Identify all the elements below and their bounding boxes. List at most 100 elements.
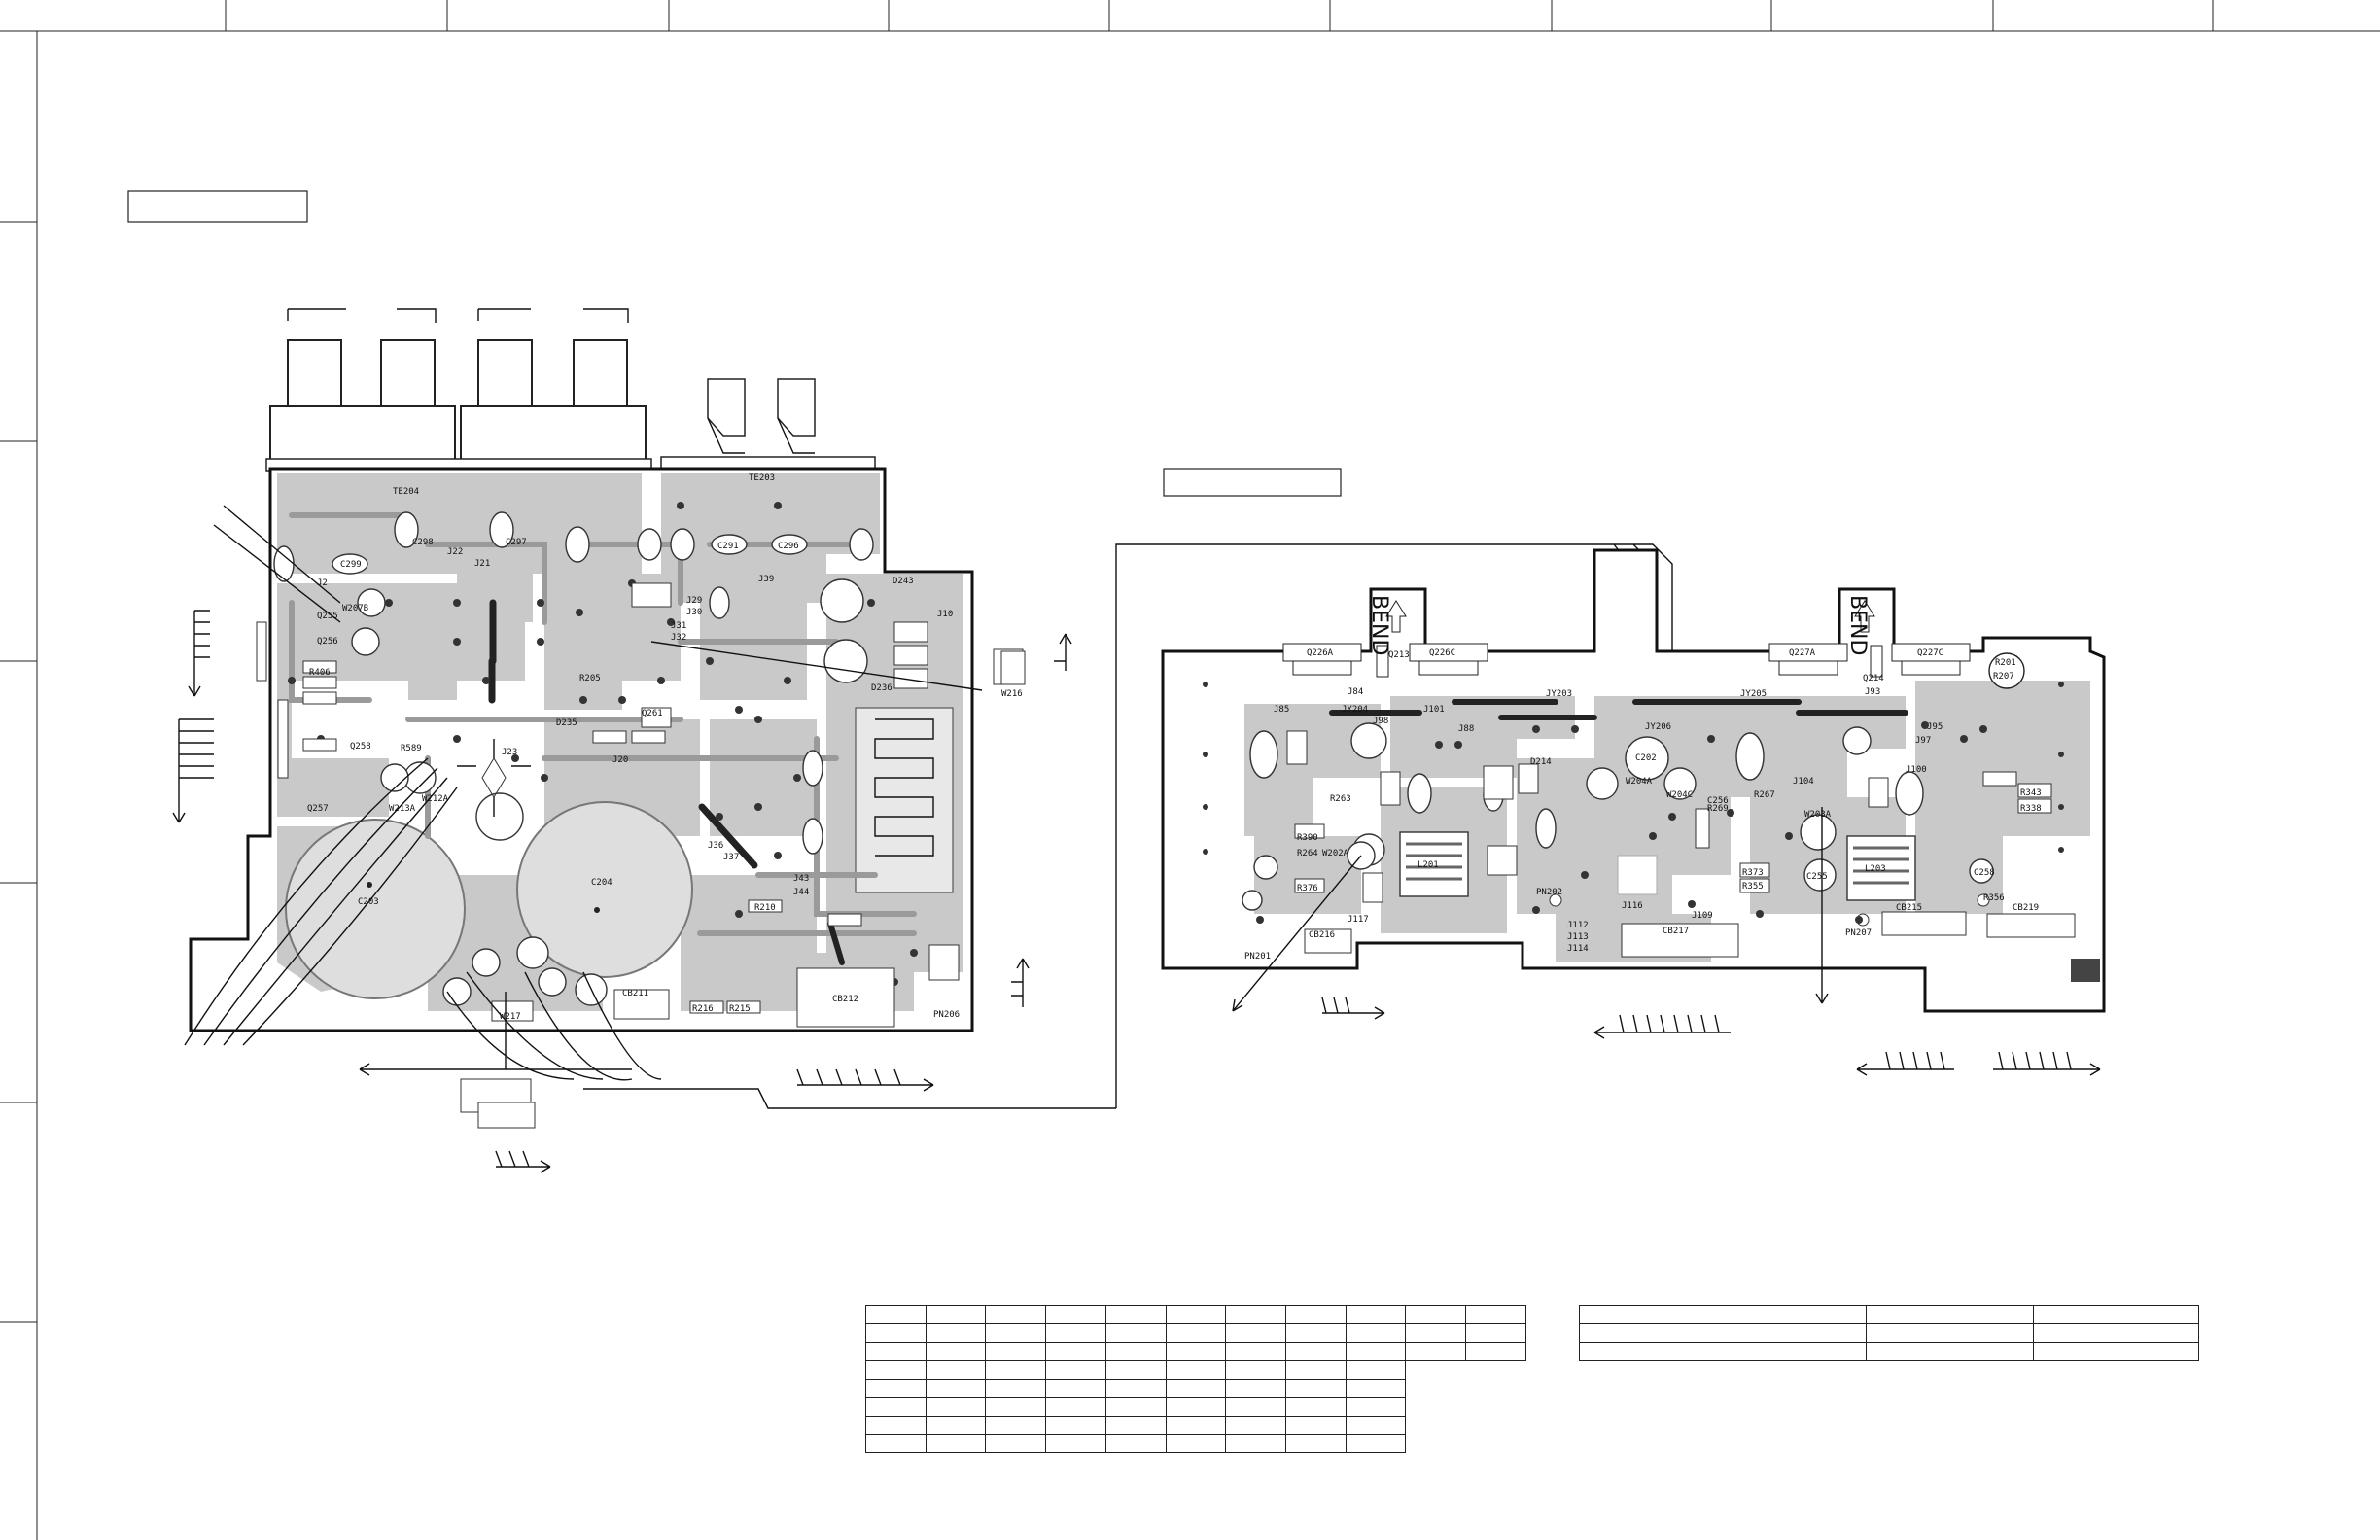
label-j116: J116 (1622, 901, 1643, 911)
label-j20: J20 (612, 755, 628, 765)
table-cell (1285, 1305, 1347, 1324)
table-cell (1225, 1323, 1287, 1343)
table-cell (1225, 1416, 1287, 1435)
right-board-wires (1232, 807, 2101, 1076)
table-cell (1225, 1305, 1287, 1324)
label-c202: C202 (1635, 753, 1657, 763)
label-j23: J23 (502, 748, 517, 757)
right-board-inductors (1399, 831, 1916, 901)
label-bend-right: BEND (1845, 595, 1870, 655)
label-cb216: CB216 (1309, 930, 1335, 940)
label-q226a: Q226A (1307, 648, 1334, 658)
table-cell (865, 1416, 927, 1435)
label-jy203: JY203 (1546, 689, 1572, 699)
label-r373: R373 (1742, 868, 1764, 878)
table-cell (1465, 1342, 1526, 1361)
table-cell (1165, 1305, 1227, 1324)
label-j117: J117 (1348, 915, 1369, 925)
table-row (865, 1342, 1526, 1361)
label-c298: C298 (412, 538, 434, 547)
label-w202a: W202A (1322, 849, 1349, 858)
label-j114: J114 (1567, 944, 1589, 954)
table-cell (925, 1360, 987, 1380)
table-row (865, 1416, 1526, 1435)
label-q227c: Q227C (1917, 648, 1943, 658)
label-r343: R343 (2020, 788, 2042, 798)
label-j97: J97 (1915, 736, 1931, 746)
table-cell (1165, 1434, 1227, 1453)
parts-table-right (1578, 1305, 2199, 1361)
table-cell (1578, 1305, 1868, 1324)
table-cell (1165, 1379, 1227, 1398)
label-j43: J43 (793, 874, 809, 884)
table-row (865, 1360, 1526, 1380)
table-cell (1285, 1360, 1347, 1380)
table-cell (925, 1397, 987, 1417)
label-j37: J37 (723, 853, 739, 862)
label-r201: R201 (1995, 658, 2016, 668)
table-cell (985, 1379, 1047, 1398)
table-cell (2033, 1342, 2199, 1361)
table-cell (1345, 1323, 1407, 1343)
right-board (1161, 548, 2106, 1076)
label-j98: J98 (1373, 717, 1388, 726)
table-cell (1345, 1305, 1407, 1324)
label-w204a: W204A (1626, 777, 1653, 787)
table-cell (985, 1360, 1047, 1380)
label-j21: J21 (474, 559, 490, 569)
label-c203: C203 (358, 897, 379, 907)
table-row (1578, 1342, 2199, 1361)
label-q213: Q213 (1388, 650, 1410, 660)
table-cell (1045, 1305, 1106, 1324)
label-j109: J109 (1692, 911, 1713, 921)
left-board-capacitors (273, 511, 874, 1006)
table-cell (1165, 1323, 1227, 1343)
label-r210: R210 (754, 903, 776, 913)
label-q258: Q258 (350, 742, 371, 752)
table-cell (1104, 1323, 1167, 1343)
table-cell (865, 1342, 927, 1361)
right-board-jumpers (1329, 699, 1908, 720)
label-r269: R269 (1707, 804, 1729, 814)
table-cell (1345, 1342, 1407, 1361)
table-cell (1104, 1379, 1167, 1398)
table-cell (925, 1323, 987, 1343)
right-board-title-box (1163, 468, 1342, 497)
label-c296: C296 (778, 542, 799, 551)
label-j93: J93 (1865, 687, 1880, 697)
label-j30: J30 (686, 608, 702, 617)
label-q255: Q255 (317, 612, 338, 621)
right-board-components (1286, 730, 2100, 982)
table-row (1578, 1323, 2199, 1343)
label-pn207: PN207 (1845, 928, 1872, 938)
table-cell (1866, 1305, 2035, 1324)
table-cell (1465, 1305, 1526, 1324)
table-cell (1225, 1434, 1287, 1453)
table-cell (985, 1397, 1047, 1417)
label-d235: D235 (556, 718, 578, 728)
table-cell (925, 1342, 987, 1361)
label-j2: J2 (317, 578, 328, 588)
table-cell (1866, 1323, 2035, 1343)
table-cell (1345, 1416, 1407, 1435)
label-cb212: CB212 (832, 995, 858, 1004)
table-cell (865, 1305, 927, 1324)
table-cell (865, 1323, 927, 1343)
right-board-capacitors (1242, 722, 1994, 927)
label-q226c: Q226C (1429, 648, 1455, 658)
label-r216: R216 (692, 1004, 714, 1014)
table-cell (1405, 1342, 1467, 1361)
label-j100: J100 (1906, 765, 1927, 775)
label-j101: J101 (1423, 705, 1445, 715)
label-q214: Q214 (1863, 674, 1884, 683)
table-cell (1165, 1342, 1227, 1361)
label-j104: J104 (1793, 777, 1814, 787)
label-j85: J85 (1274, 705, 1289, 715)
left-jack-block (265, 308, 876, 472)
table-cell (865, 1379, 927, 1398)
table-row (1578, 1305, 2199, 1324)
table-cell (985, 1342, 1047, 1361)
table-cell (1225, 1397, 1287, 1417)
left-board-labels: TE204 TE203 J2 J21 J22 J23 J20 J29 J30 J… (307, 473, 1023, 1022)
table-cell (925, 1305, 987, 1324)
